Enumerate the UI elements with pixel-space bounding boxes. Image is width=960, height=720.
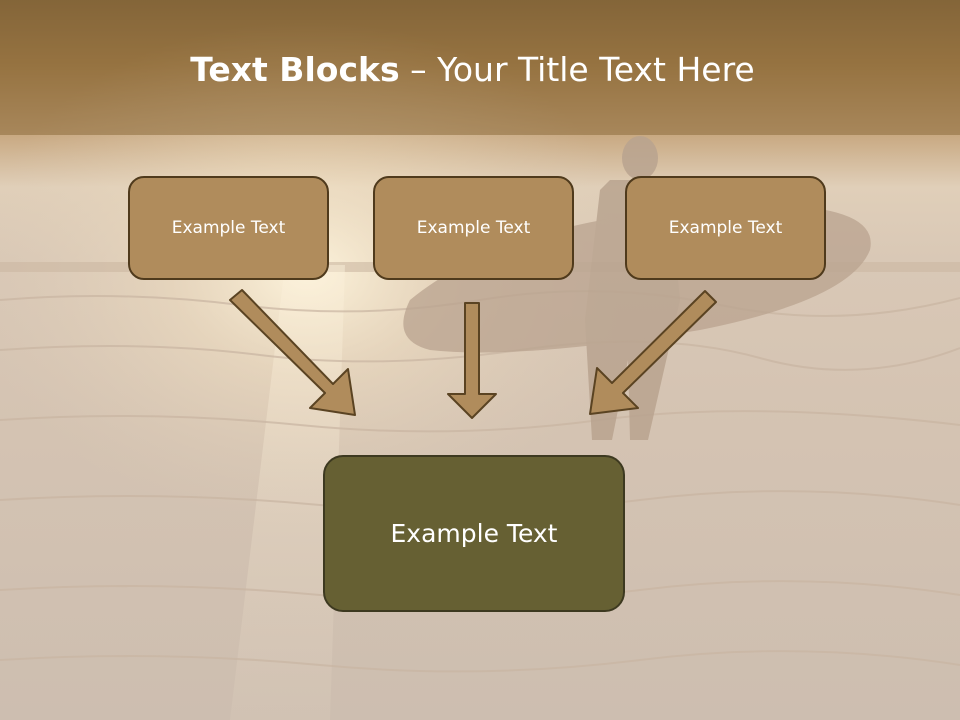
text-block-3[interactable]: Example Text <box>625 176 826 280</box>
title-rest: Your Title Text Here <box>437 50 755 89</box>
title-dash: – <box>399 50 438 89</box>
text-block-1[interactable]: Example Text <box>128 176 329 280</box>
slide-title: Text Blocks – Your Title Text Here <box>0 50 945 89</box>
target-text-block-label: Example Text <box>390 519 558 548</box>
title-bold: Text Blocks <box>190 50 400 89</box>
text-block-2[interactable]: Example Text <box>373 176 574 280</box>
text-block-1-label: Example Text <box>171 218 286 238</box>
target-text-block[interactable]: Example Text <box>323 455 625 612</box>
text-block-2-label: Example Text <box>416 218 531 238</box>
text-block-3-label: Example Text <box>668 218 783 238</box>
